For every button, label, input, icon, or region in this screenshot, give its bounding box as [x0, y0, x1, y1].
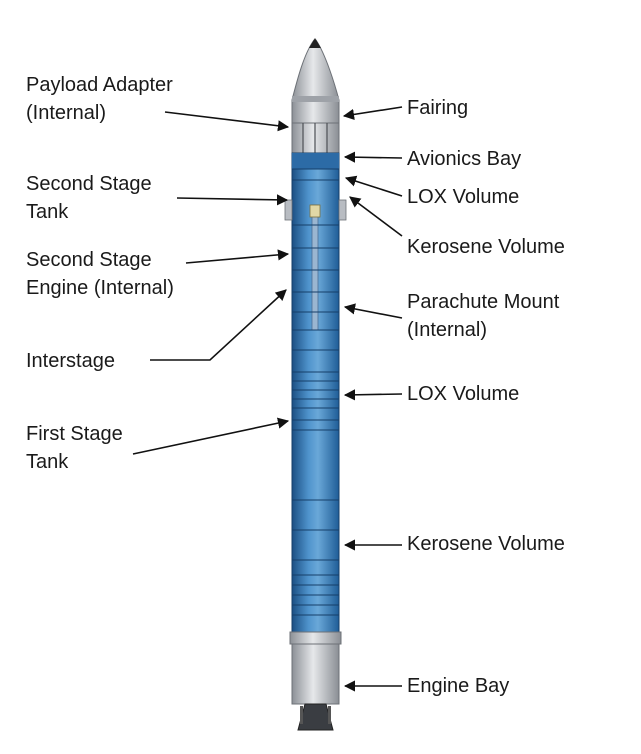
label-payload-adapter-line2: (Internal): [26, 102, 106, 124]
arrow-parachute-mount: [343, 303, 403, 319]
label-second-stage-tank: Second Stage Tank: [26, 173, 157, 223]
label-first-stage-tank-line2: Tank: [26, 451, 69, 473]
label-second-stage-engine-line1: Second Stage: [26, 249, 152, 271]
arrow-interstage: [150, 289, 287, 361]
label-second-stage-engine-line2: Engine (Internal): [26, 277, 174, 299]
label-first-stage-tank: First Stage Tank: [26, 423, 128, 473]
fairing-band: [292, 96, 339, 102]
label-payload-adapter: Payload Adapter (Internal): [26, 74, 178, 124]
label-fairing: Fairing: [407, 97, 468, 119]
label-lox-volume-lower: LOX Volume: [407, 383, 519, 405]
label-engine-bay: Engine Bay: [407, 675, 509, 697]
engine-bay-body: [291, 643, 340, 705]
arrow-payload-adapter: [164, 111, 290, 132]
label-parachute-mount-line1: Parachute Mount: [407, 291, 560, 313]
arrow-lox-volume-lower: [343, 389, 403, 401]
label-interstage: Interstage: [26, 350, 115, 372]
arrow-avionics-bay: [343, 151, 403, 163]
engine-nozzle: [297, 703, 334, 731]
leader-arrows: [132, 106, 403, 692]
label-second-stage-engine: Second Stage Engine (Internal): [26, 249, 174, 299]
second-stage-pipe: [311, 204, 319, 331]
right-labels: Fairing Avionics Bay LOX Volume Kerosene…: [407, 97, 565, 697]
label-avionics-bay: Avionics Bay: [407, 148, 521, 170]
avionics-bay: [292, 153, 339, 169]
left-labels: Payload Adapter (Internal) Second Stage …: [26, 74, 178, 473]
label-kerosene-volume-upper: Kerosene Volume: [407, 236, 565, 258]
arrow-lox-volume-upper: [344, 175, 403, 197]
arrow-fairing: [342, 106, 403, 120]
first-stage-body: [291, 349, 340, 633]
label-parachute-mount: Parachute Mount (Internal): [407, 291, 565, 341]
label-first-stage-tank-line1: First Stage: [26, 423, 123, 445]
label-payload-adapter-line1: Payload Adapter: [26, 74, 173, 96]
interstage-section: [291, 329, 340, 351]
label-lox-volume-upper: LOX Volume: [407, 186, 519, 208]
nose-tip: [309, 38, 321, 48]
label-second-stage-tank-line2: Tank: [26, 201, 69, 223]
label-parachute-mount-line2: (Internal): [407, 319, 487, 341]
label-kerosene-volume-lower: Kerosene Volume: [407, 533, 565, 555]
arrow-second-stage-engine: [185, 249, 290, 264]
arrow-first-stage-tank: [132, 417, 290, 455]
arrow-second-stage-tank: [176, 194, 289, 206]
engine-bay-section: [289, 631, 342, 645]
rocket: [284, 38, 347, 731]
fairing: [291, 39, 340, 124]
arrow-kerosene-volume-upper: [349, 196, 403, 237]
label-second-stage-tank-line1: Second Stage: [26, 173, 152, 195]
